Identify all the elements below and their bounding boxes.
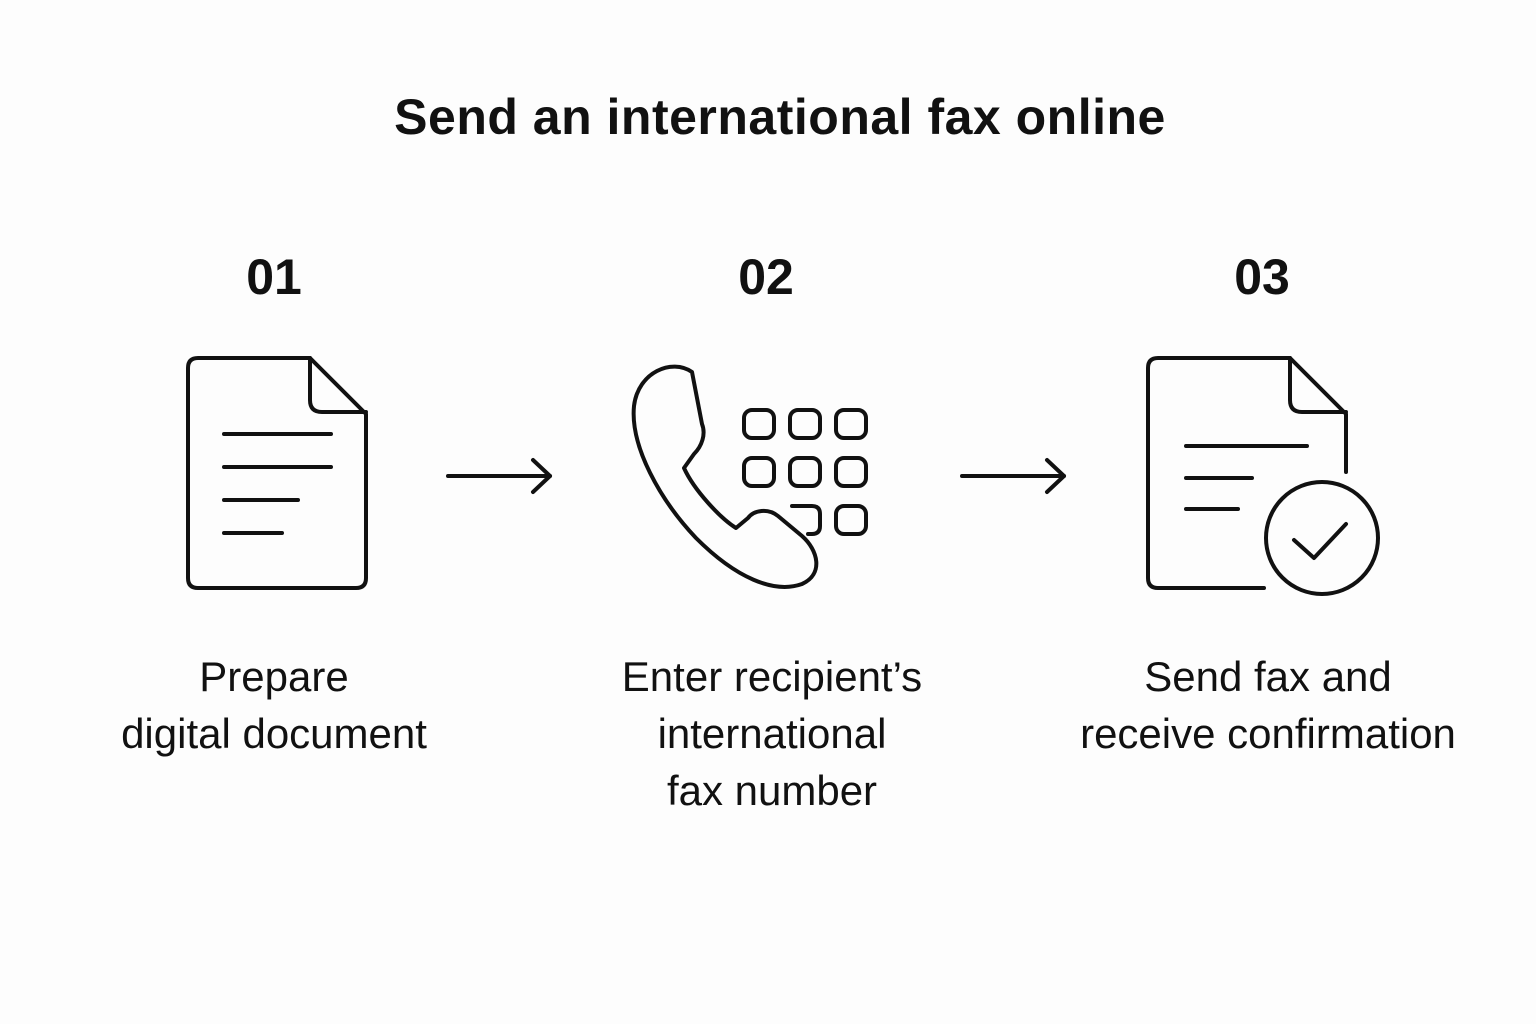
checkmark-circle-icon: [1264, 480, 1380, 596]
step-label-2: Enter recipient’s international fax numb…: [621, 653, 923, 814]
step-number-1: 01: [246, 249, 302, 305]
document-icon: [180, 352, 376, 600]
step-label-3: Send fax and receive confirmation: [1080, 653, 1456, 757]
step-label-1: Prepare digital document: [121, 653, 427, 757]
document-check-icon: [1140, 352, 1390, 602]
phone-keypad-icon: [624, 358, 880, 594]
keypad-icon: [742, 408, 868, 536]
arrow-right-icon: [444, 458, 556, 494]
diagram-title: Send an international fax online: [394, 89, 1166, 145]
arrow-right-icon: [958, 458, 1070, 494]
step-number-2: 02: [738, 249, 794, 305]
step-number-3: 03: [1234, 249, 1290, 305]
phone-handset-icon: [631, 364, 819, 589]
